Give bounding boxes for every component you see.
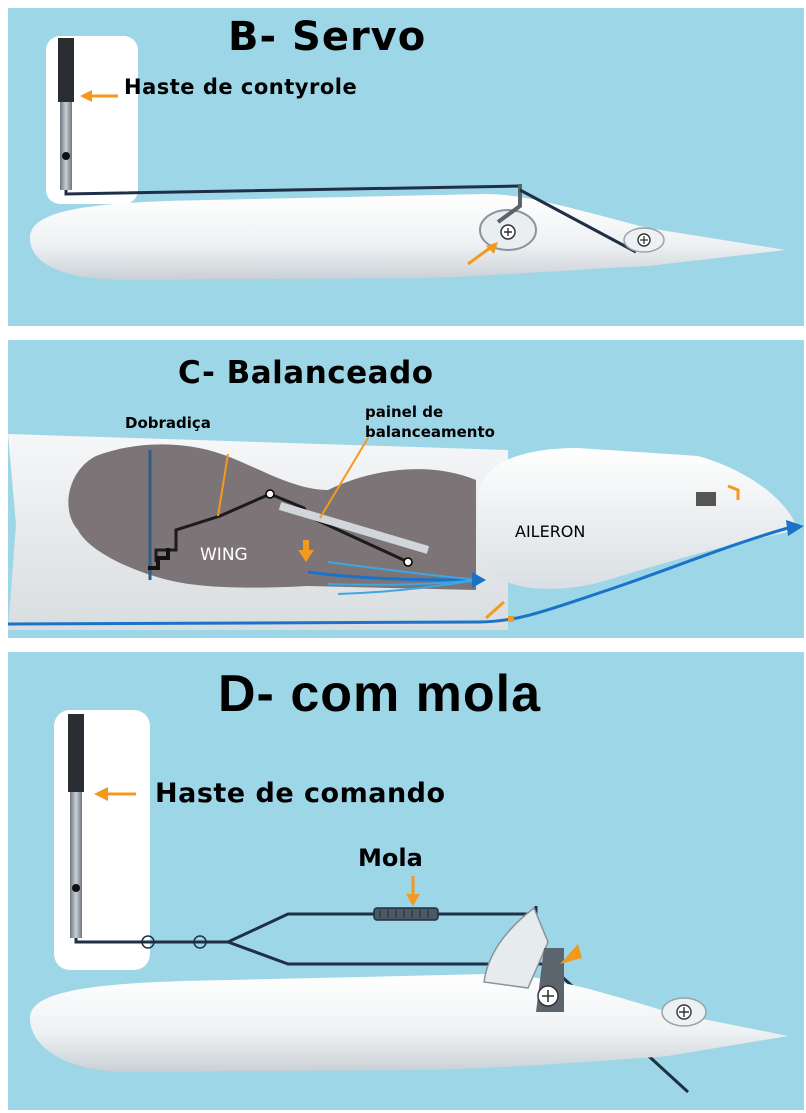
wing-section bbox=[30, 194, 786, 280]
control-cable bbox=[64, 184, 521, 196]
airflow-line bbox=[307, 570, 479, 582]
stick-pivot bbox=[62, 152, 70, 160]
wing-section bbox=[30, 974, 788, 1072]
panel-servo bbox=[8, 8, 804, 326]
airflow-arrow bbox=[472, 572, 486, 588]
balance-panel-label-line2: balanceamento bbox=[365, 423, 495, 441]
balance-panel bbox=[278, 502, 430, 554]
gap-pointer bbox=[485, 600, 505, 620]
panel-d-title: D- com mola bbox=[218, 665, 542, 723]
panel-balanced bbox=[8, 340, 804, 638]
balance-panel-label: painel de balanceamento bbox=[365, 402, 495, 442]
control-stick bbox=[60, 102, 72, 190]
spring-label: Mola bbox=[358, 844, 423, 872]
hinge-label: Dobradiça bbox=[125, 414, 211, 432]
stick-grip bbox=[68, 714, 84, 792]
spring bbox=[373, 907, 439, 921]
panel-spring bbox=[8, 652, 804, 1110]
control-stick bbox=[70, 792, 82, 938]
servo-tab-rod bbox=[519, 188, 637, 254]
aileron-body bbox=[478, 448, 798, 589]
horn-arrow bbox=[560, 944, 582, 964]
balance-panel-label-line1: painel de bbox=[365, 403, 444, 421]
aileron-label: AILERON bbox=[515, 522, 586, 541]
servo-diagram bbox=[30, 36, 786, 280]
wing-label: WING bbox=[200, 545, 248, 565]
command-rod-label: Haste de comando bbox=[155, 778, 446, 809]
hinge-arrow bbox=[467, 246, 491, 266]
hinge-pointer bbox=[217, 453, 229, 517]
stick-grip bbox=[58, 38, 74, 102]
panel-c-title: C- Balanceado bbox=[178, 355, 434, 391]
wing-bracket bbox=[148, 548, 170, 570]
balance-pointer bbox=[319, 437, 369, 519]
panel-b-title: B- Servo bbox=[228, 14, 427, 60]
control-rod-label: Haste de contyrole bbox=[124, 75, 358, 99]
stick-pivot bbox=[72, 884, 80, 892]
spring-diagram bbox=[30, 710, 788, 1094]
balanced-diagram bbox=[8, 434, 804, 630]
wing-interior bbox=[68, 444, 476, 590]
trim-tab bbox=[696, 492, 716, 506]
